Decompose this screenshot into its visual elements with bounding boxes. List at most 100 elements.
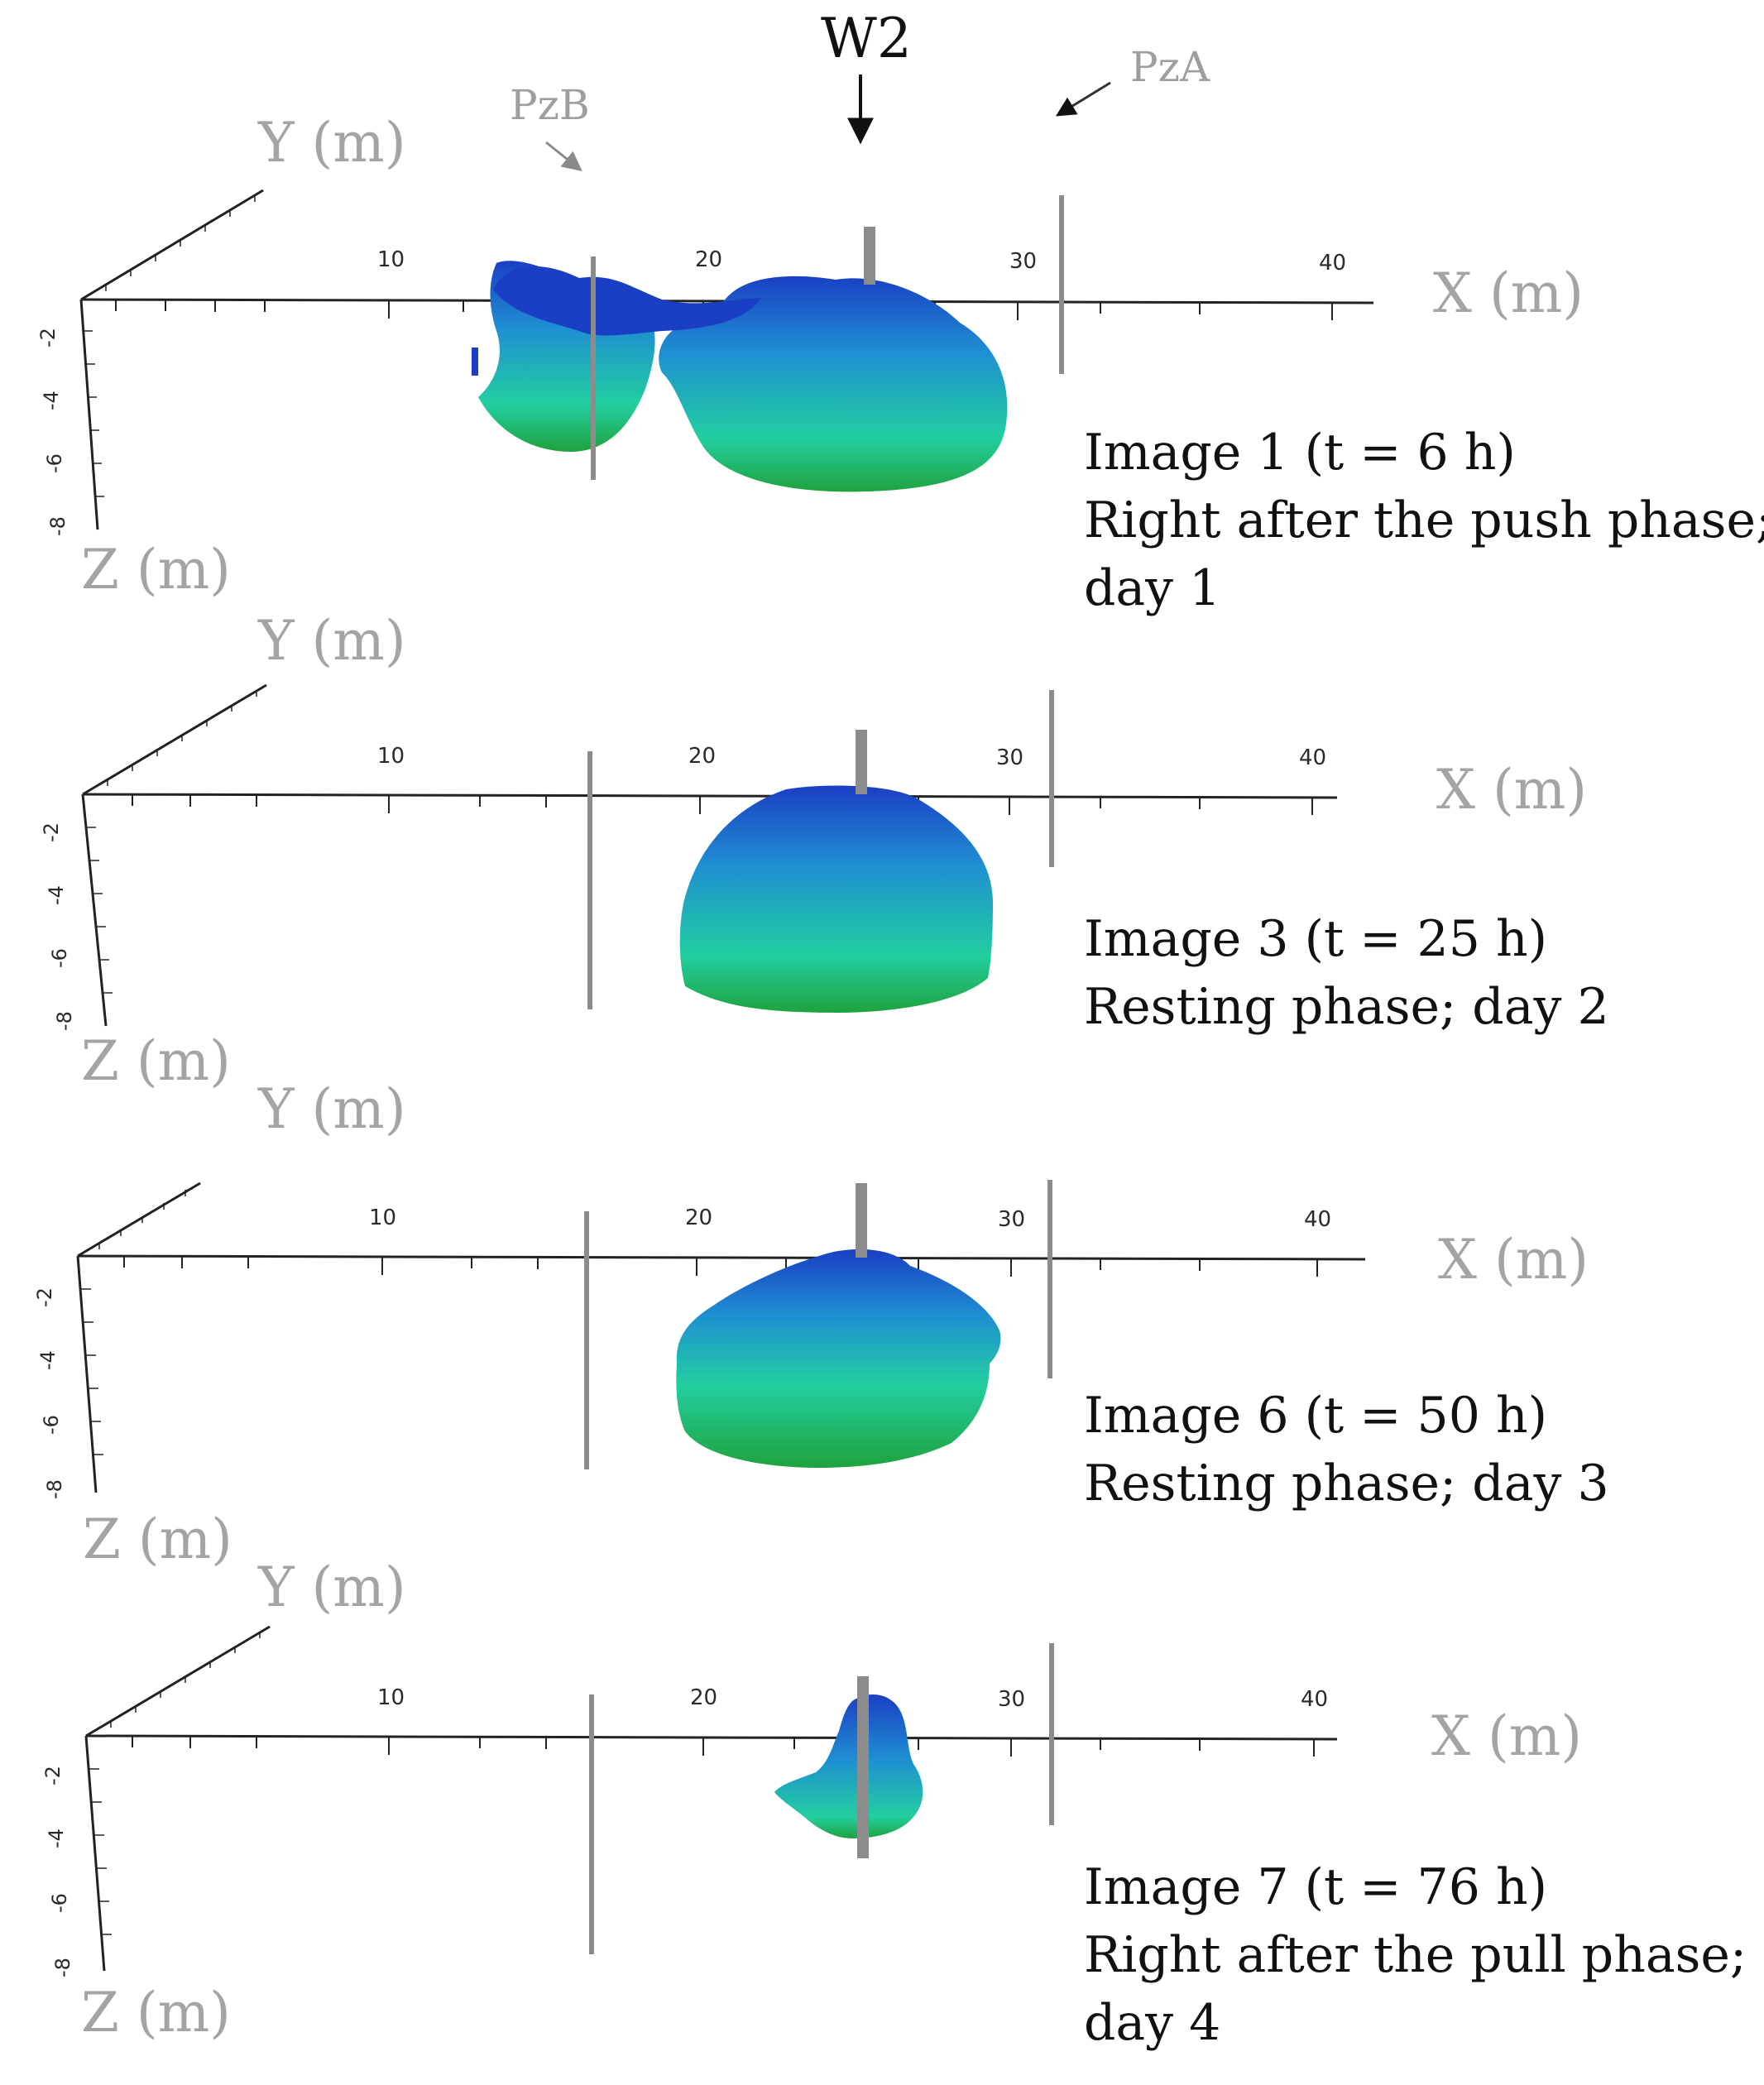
z-axis-ticks	[89, 1768, 112, 1935]
panel-caption: Image 7 (t = 76 h) Right after the pull …	[1084, 1853, 1747, 2057]
panel-3-plot: 10 20 30 40 -2 -4 -6 -8	[40, 683, 1338, 1031]
panel-caption: Image 1 (t = 6 h) Right after the push p…	[1084, 419, 1764, 622]
x-axis-label: X (m)	[1438, 1228, 1589, 1292]
well-w2	[857, 1676, 869, 1858]
panel-image-3: 10 20 30 40 -2 -4 -6 -8 Y (m) X (m) Z (m…	[0, 614, 1764, 1135]
y-axis-label: Y (m)	[258, 609, 406, 673]
y-axis-ticks	[105, 195, 256, 291]
x-tick-30: 30	[998, 1687, 1025, 1712]
z-tick-2: -2	[36, 328, 60, 348]
panel-6-plot: 10 20 30 40 -2 -4 -6 -8	[33, 1180, 1366, 1499]
x-tick-10: 10	[369, 1205, 396, 1230]
caption-line-2: Right after the push phase;	[1084, 491, 1764, 549]
z-tick-8: -8	[51, 1958, 74, 1977]
well-w2	[856, 730, 867, 794]
x-tick-40: 40	[1304, 1207, 1331, 1232]
plume-fragment	[472, 348, 478, 376]
piezometer-pza	[1049, 690, 1054, 867]
z-tick-8: -8	[53, 1011, 76, 1031]
well-w2	[864, 227, 875, 285]
piezometer-pza	[1049, 1643, 1054, 1825]
x-tick-40: 40	[1319, 251, 1346, 276]
z-tick-6: -6	[48, 1893, 71, 1913]
panel-1-plot: 10 20 30 40 -2 -4 -6 -8	[36, 189, 1374, 536]
z-axis-label: Z (m)	[81, 1029, 231, 1093]
x-tick-20: 20	[690, 1685, 717, 1710]
x-tick-20: 20	[688, 744, 716, 769]
y-axis-label: Y (m)	[258, 111, 406, 175]
z-axis-line	[76, 1255, 98, 1493]
piezometer-pzb	[587, 751, 592, 1009]
piezometer-pzb	[584, 1211, 589, 1469]
piezometer-pzb	[591, 256, 596, 480]
y-axis-ticks	[98, 1190, 186, 1249]
z-tick-4: -4	[45, 885, 68, 905]
y-axis-line	[82, 683, 267, 796]
panel-caption: Image 6 (t = 50 h) Resting phase; day 3	[1084, 1382, 1609, 1517]
x-axis-line	[85, 1734, 1338, 1741]
z-tick-2: -2	[40, 822, 63, 842]
x-tick-30: 30	[998, 1207, 1025, 1232]
x-tick-40: 40	[1299, 745, 1326, 770]
y-axis-ticks	[107, 690, 257, 786]
panel-image-1: 10 20 30 40 -2 -4 -6 -8 Y (m) X (m) Z (m…	[0, 0, 1764, 618]
panel-image-6: 10 20 30 40 -2 -4 -6 -8 Y (m) X (m) Z (m…	[0, 1082, 1764, 1603]
plume-body	[676, 1249, 1001, 1468]
y-axis-label: Y (m)	[258, 1555, 406, 1619]
z-axis-line	[84, 1735, 106, 1972]
panel-caption: Image 3 (t = 25 h) Resting phase; day 2	[1084, 905, 1609, 1041]
z-tick-6: -6	[40, 1415, 63, 1435]
caption-line-1: Image 6 (t = 50 h)	[1084, 1387, 1548, 1445]
caption-line-3: day 1	[1084, 559, 1221, 617]
y-axis-line	[80, 189, 264, 301]
caption-line-2: Resting phase; day 3	[1084, 1455, 1609, 1512]
piezometer-pza	[1047, 1180, 1052, 1378]
y-axis-line	[77, 1182, 201, 1258]
x-axis-line	[82, 793, 1338, 799]
caption-line-3: day 4	[1084, 1994, 1221, 2052]
z-tick-6: -6	[43, 453, 66, 473]
z-axis-label: Z (m)	[83, 1507, 232, 1571]
well-w2	[856, 1183, 867, 1258]
pza-arrow	[1055, 81, 1111, 117]
piezometer-pza	[1059, 195, 1064, 374]
z-tick-2: -2	[33, 1287, 56, 1307]
x-axis-line	[77, 1254, 1366, 1261]
z-tick-8: -8	[43, 1479, 66, 1499]
caption-line-1: Image 1 (t = 6 h)	[1084, 424, 1516, 482]
plume-body	[679, 785, 993, 1013]
x-axis-label: X (m)	[1433, 261, 1584, 325]
x-tick-30: 30	[1009, 249, 1037, 274]
x-axis-label: X (m)	[1431, 1704, 1583, 1768]
marker-arrows	[545, 74, 1111, 171]
w2-label: W2	[821, 7, 912, 70]
x-axis-ticks	[123, 1256, 1318, 1277]
plume-body-main	[659, 276, 1008, 492]
pzb-arrow	[545, 141, 582, 171]
x-tick-20: 20	[695, 247, 722, 272]
z-axis-ticks	[86, 827, 113, 994]
plume-body	[774, 1694, 923, 1838]
z-axis-line	[81, 793, 108, 1027]
x-tick-10: 10	[377, 247, 405, 272]
plume-upper-lobes	[493, 266, 761, 336]
x-tick-40: 40	[1301, 1687, 1328, 1712]
x-tick-10: 10	[377, 744, 405, 769]
x-tick-10: 10	[377, 1685, 405, 1710]
y-axis-label: Y (m)	[258, 1077, 406, 1141]
y-axis-ticks	[110, 1632, 261, 1728]
panel-7-plot: 10 20 30 40 -2 -4 -6 -8	[41, 1625, 1338, 1977]
pza-label: PzA	[1130, 43, 1210, 91]
caption-line-2: Right after the pull phase;	[1084, 1926, 1747, 1984]
y-axis-line	[85, 1625, 271, 1738]
z-tick-4: -4	[36, 1350, 60, 1370]
z-axis-ticks	[83, 330, 104, 497]
z-axis-ticks	[81, 1288, 103, 1455]
z-tick-4: -4	[45, 1829, 68, 1848]
x-tick-20: 20	[685, 1205, 712, 1230]
z-axis-line	[79, 299, 99, 530]
z-axis-label: Z (m)	[81, 538, 231, 602]
piezometer-pzb	[589, 1694, 594, 1954]
caption-line-1: Image 3 (t = 25 h)	[1084, 910, 1548, 968]
